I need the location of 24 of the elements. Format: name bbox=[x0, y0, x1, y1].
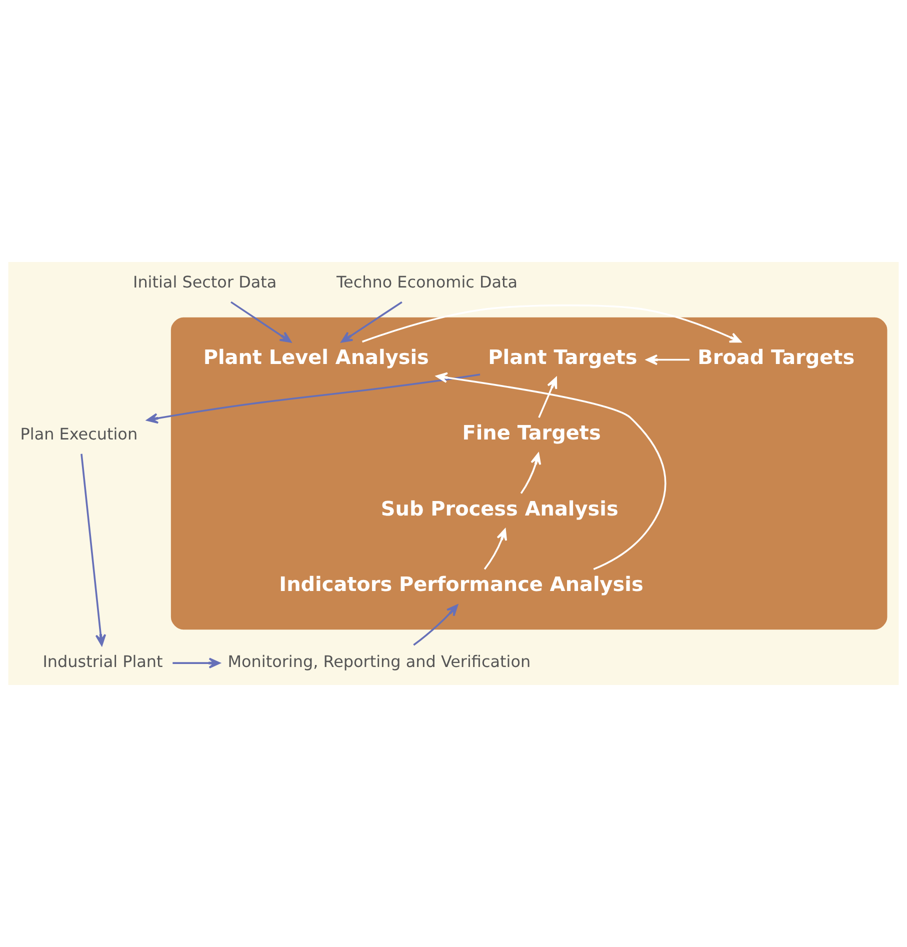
node-text: Plant Targets bbox=[488, 344, 638, 369]
node-text: Industrial Plant bbox=[42, 652, 163, 671]
cluster bbox=[170, 317, 888, 630]
node-text: Initial Sector Data bbox=[133, 272, 277, 292]
node-text: Monitoring, Reporting and Verification bbox=[228, 652, 531, 671]
node-text: Broad Targets bbox=[698, 344, 855, 369]
arrow bbox=[362, 304, 742, 343]
arrow bbox=[230, 301, 292, 343]
arrow bbox=[340, 301, 402, 343]
node-text: Sub Process Analysis bbox=[380, 496, 618, 520]
arrow bbox=[484, 528, 508, 570]
node-text: Fine Targets bbox=[462, 420, 601, 445]
arrow bbox=[146, 374, 480, 424]
arrow bbox=[538, 376, 558, 418]
arrow bbox=[413, 604, 458, 646]
node-text: Indicators Performance Analysis bbox=[279, 572, 644, 596]
node-text: Plan Execution bbox=[20, 424, 138, 444]
node-text: Plant Level Analysis bbox=[203, 344, 429, 369]
arrow bbox=[520, 452, 542, 494]
node-text: Techno Economic Data bbox=[336, 272, 518, 292]
arrow bbox=[80, 454, 106, 646]
arrow bbox=[436, 372, 666, 570]
arrow bbox=[646, 354, 690, 366]
arrow bbox=[172, 658, 220, 668]
